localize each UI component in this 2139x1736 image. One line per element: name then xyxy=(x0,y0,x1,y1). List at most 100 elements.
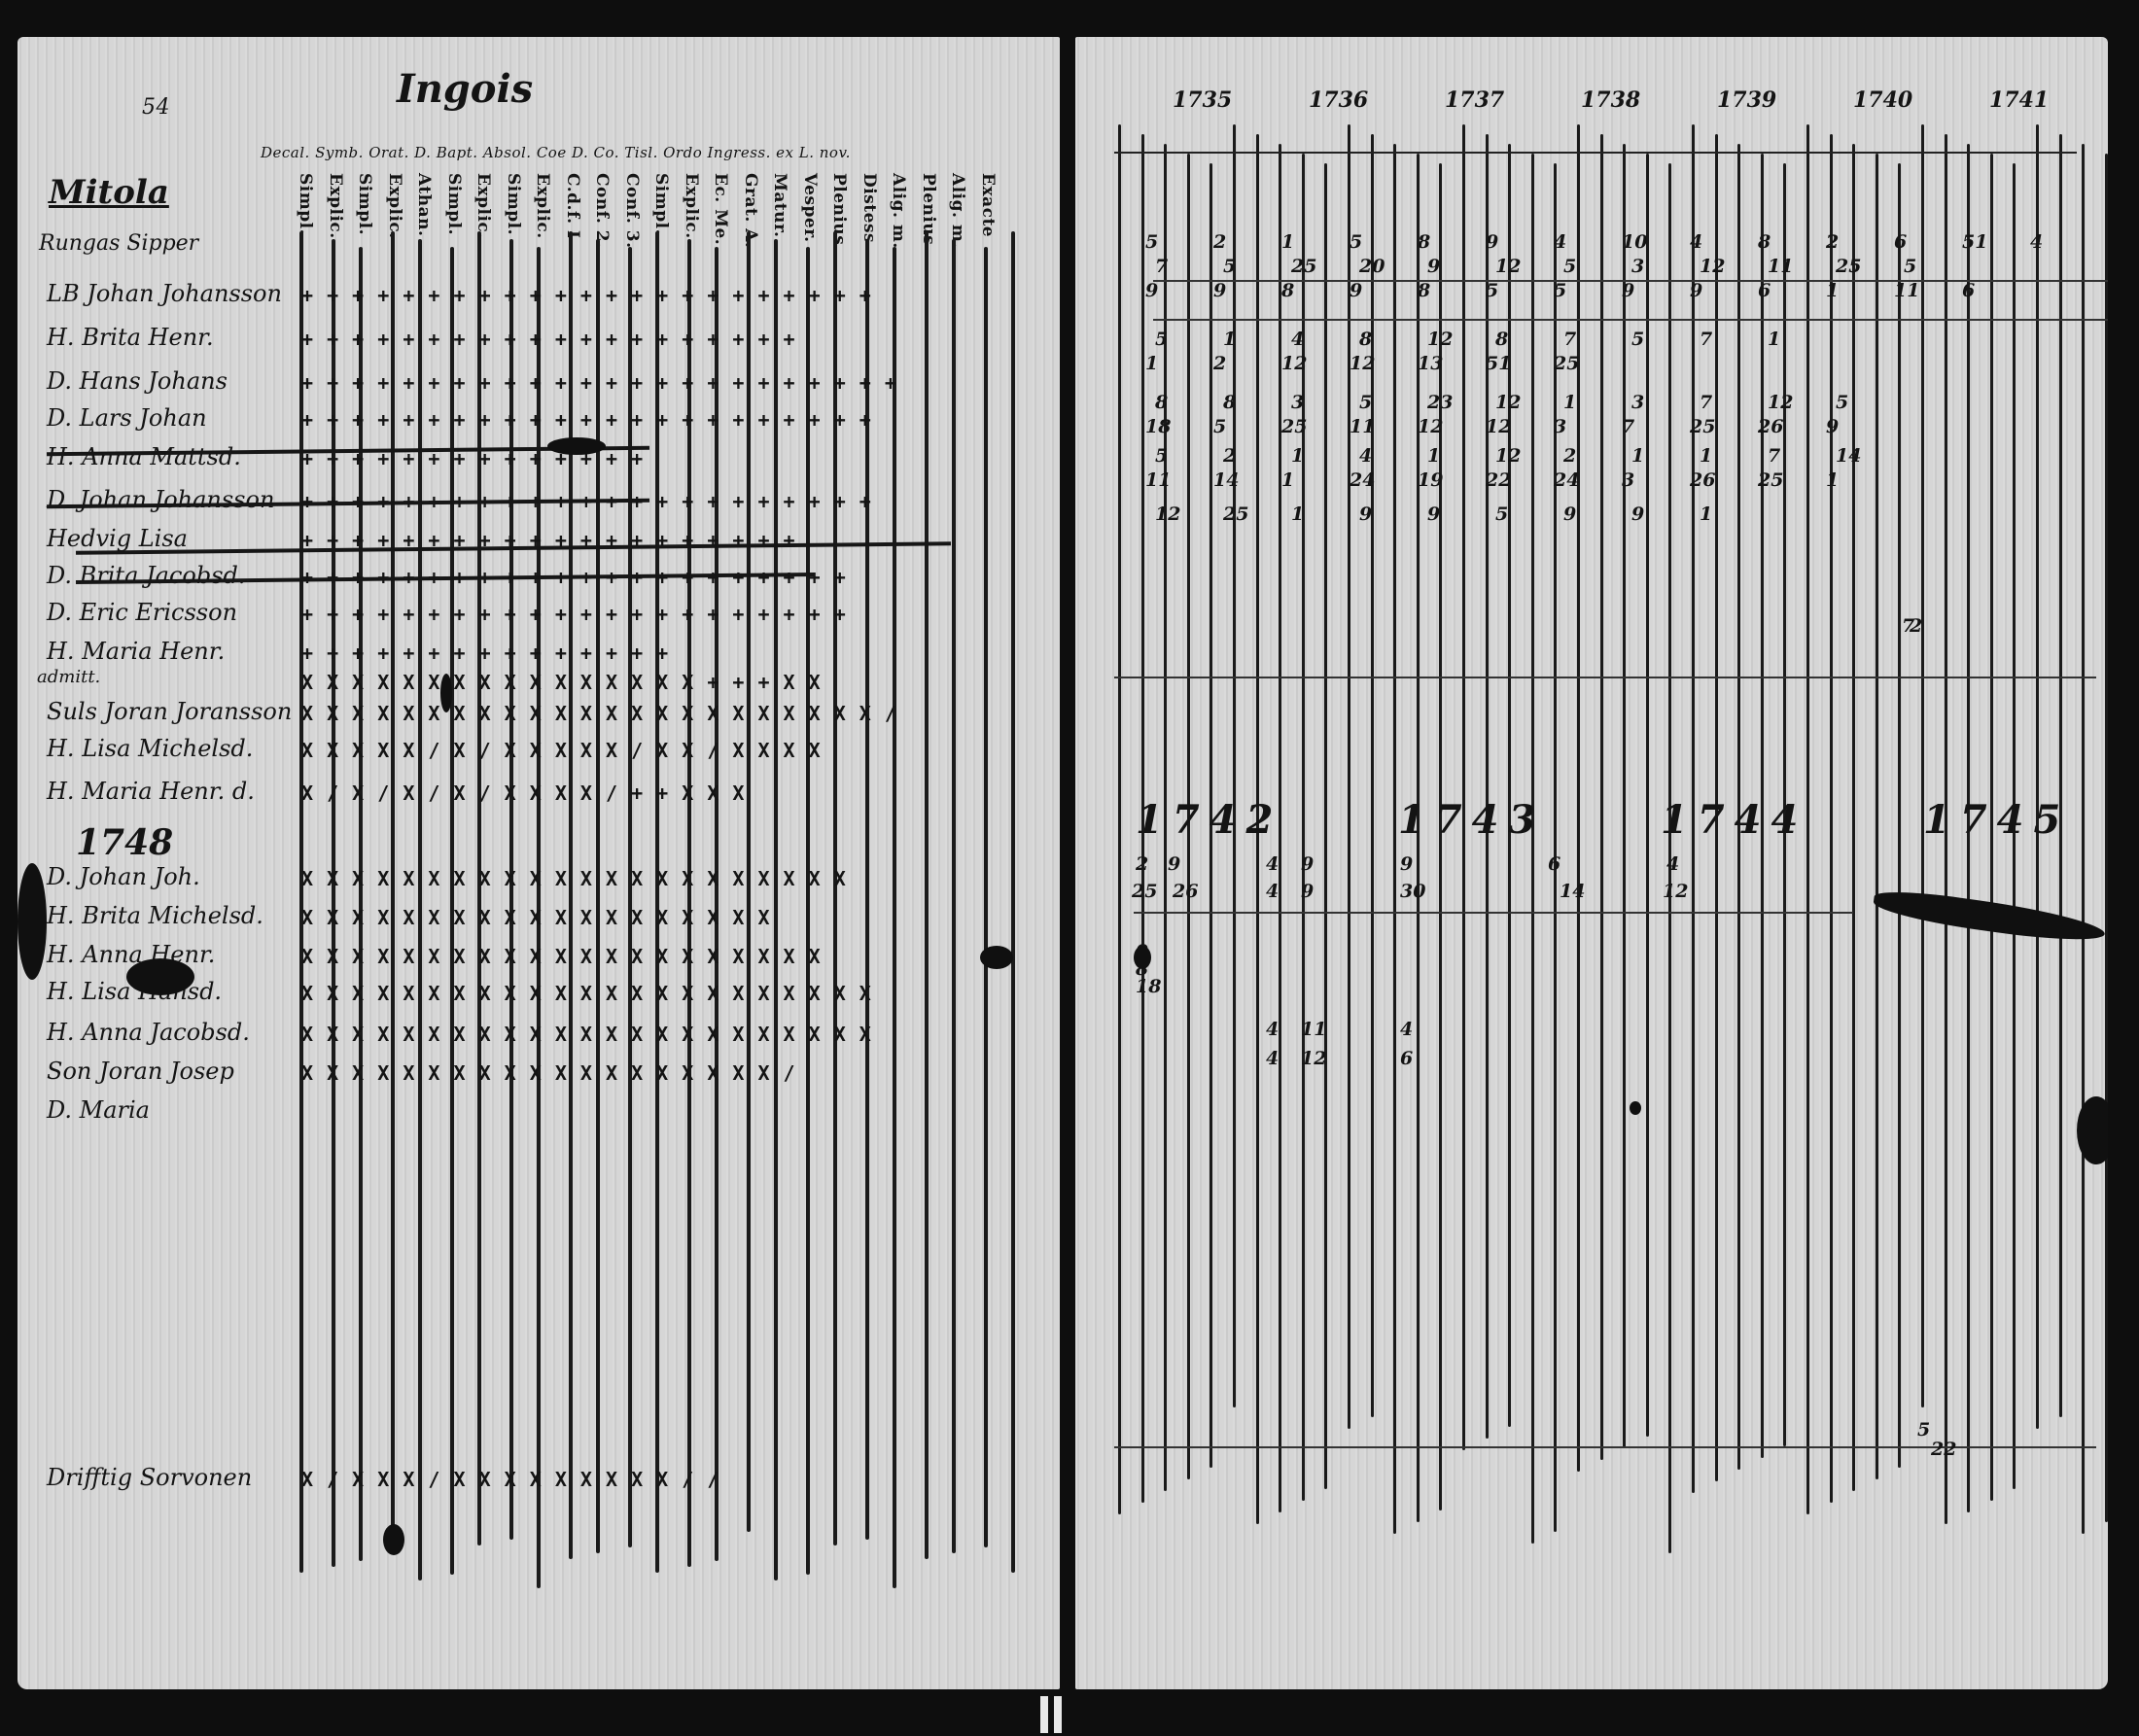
tally-number: 6 xyxy=(1894,231,1908,253)
year-column-rule xyxy=(1577,124,1580,1472)
column-header: Simpl. xyxy=(296,173,315,235)
year-column-rule xyxy=(1921,124,1924,1407)
tally-number: 1 xyxy=(1826,469,1840,491)
column-header: Grat. A. xyxy=(740,173,760,249)
tally-number: 4 xyxy=(1291,329,1305,350)
mark-row: X X X X X X X X X X X X X X X X X X X X … xyxy=(301,867,847,890)
tally-number: 51 xyxy=(1486,353,1512,374)
tally-number: 4 xyxy=(1266,1019,1280,1040)
tally-number: 9 xyxy=(1427,503,1441,525)
year-column-rule xyxy=(1393,144,1397,1534)
tally-number: 7 xyxy=(1902,615,1915,637)
tally-number: 12 xyxy=(1486,416,1512,437)
year-column-rule xyxy=(2036,124,2039,1429)
person-name: LB Johan Johansson xyxy=(47,280,282,307)
year-column-rule xyxy=(1944,134,1947,1524)
row-rule xyxy=(1114,1446,2096,1448)
tally-number: 2 xyxy=(1563,445,1577,467)
tally-number: 11 xyxy=(1768,256,1794,277)
tally-number: 25 xyxy=(1223,503,1249,525)
year-column-rule xyxy=(1645,154,1649,1437)
column-rule xyxy=(537,247,541,1588)
section-subtitle: Rungas Sipper xyxy=(39,231,199,256)
year-label-large: 1744 xyxy=(1661,797,1808,843)
tally-number: 9 xyxy=(1826,416,1840,437)
tally-number: 9 xyxy=(1690,280,1703,301)
column-rule xyxy=(299,231,303,1573)
person-name: H. Maria Henr. d. xyxy=(47,778,255,805)
tally-number: 3 xyxy=(1554,416,1567,437)
person-name: H. Brita Henr. xyxy=(47,324,214,351)
column-header: Explic. xyxy=(325,173,345,239)
tally-number: 3 xyxy=(1622,469,1635,491)
tally-number: 2 xyxy=(1826,231,1840,253)
column-rule xyxy=(418,239,422,1580)
column-rule xyxy=(983,247,988,1547)
tally-number: 9 xyxy=(1350,280,1363,301)
tally-number: 1 xyxy=(1700,503,1713,525)
tally-number: 5 xyxy=(1904,256,1917,277)
tally-number: 1 xyxy=(1223,329,1237,350)
ink-blot xyxy=(547,437,606,455)
ink-blot xyxy=(980,946,1013,969)
tally-number: 7 xyxy=(1622,416,1635,437)
ink-blot xyxy=(18,863,47,980)
left-ledger-page: 54 Ingois Decal. Symb. Orat. D. Bapt. Ab… xyxy=(18,37,1060,1689)
tally-number: 5 xyxy=(1917,1419,1931,1441)
tally-number: 1 xyxy=(1281,231,1295,253)
tally-number: 12 xyxy=(1768,392,1794,413)
tally-number: 9 xyxy=(1486,231,1499,253)
mark-row: X X X X X X X X X X X X X X X X X X X xyxy=(301,906,771,929)
person-name: D. Maria xyxy=(47,1096,150,1124)
tally-number: 9 xyxy=(1563,503,1577,525)
tally-number: 30 xyxy=(1400,881,1426,902)
tally-number: 18 xyxy=(1136,976,1162,997)
row-rule xyxy=(1134,912,1853,914)
ink-blot xyxy=(383,1524,404,1555)
year-column-rule xyxy=(1301,154,1305,1501)
column-header: Explic. xyxy=(681,173,701,239)
tally-number: 26 xyxy=(1173,881,1199,902)
tally-number: 6 xyxy=(1962,280,1976,301)
year-label: 1739 xyxy=(1717,87,1777,113)
binding-mark xyxy=(1054,1696,1062,1733)
tally-number: 2 xyxy=(1223,445,1237,467)
tally-number: 1 xyxy=(1281,469,1295,491)
ink-blot xyxy=(126,958,194,995)
ink-blot xyxy=(1134,946,1151,969)
column-rule xyxy=(627,247,632,1547)
tally-number: 9 xyxy=(1622,280,1635,301)
year-column-rule xyxy=(1140,134,1144,1503)
tally-number: 4 xyxy=(1400,1019,1414,1040)
tally-number: 22 xyxy=(1486,469,1512,491)
column-rule xyxy=(449,247,454,1575)
ink-blot xyxy=(1630,1101,1641,1115)
year-column-rule xyxy=(1485,134,1489,1439)
tally-number: 24 xyxy=(1554,469,1580,491)
column-header: Simpl. xyxy=(355,173,374,235)
tally-number: 12 xyxy=(1301,1048,1327,1069)
year-column-rule xyxy=(1554,163,1558,1532)
person-name: D. Brita Jacobsd. xyxy=(47,562,246,589)
tally-number: 2 xyxy=(1136,853,1149,875)
year-column-rule xyxy=(2104,154,2108,1522)
year-column-rule xyxy=(1255,134,1259,1524)
column-rule xyxy=(715,247,719,1561)
tally-number: 5 xyxy=(1836,392,1849,413)
tally-number: 4 xyxy=(1266,853,1280,875)
tally-number: 25 xyxy=(1554,353,1580,374)
tally-number: 2 xyxy=(1213,353,1227,374)
tally-number: 5 xyxy=(1554,280,1567,301)
tally-number: 4 xyxy=(1266,881,1280,902)
tally-number: 9 xyxy=(1359,503,1373,525)
column-rule xyxy=(864,239,869,1540)
tally-number: 4 xyxy=(1690,231,1703,253)
tally-number: 22 xyxy=(1931,1439,1957,1460)
tally-number: 4 xyxy=(1266,1048,1280,1069)
tally-number: 13 xyxy=(1418,353,1444,374)
tally-number: 8 xyxy=(1418,231,1431,253)
tally-number: 2 xyxy=(1213,231,1227,253)
tally-number: 6 xyxy=(1548,853,1561,875)
tally-number: 14 xyxy=(1213,469,1240,491)
column-rule xyxy=(508,239,513,1540)
